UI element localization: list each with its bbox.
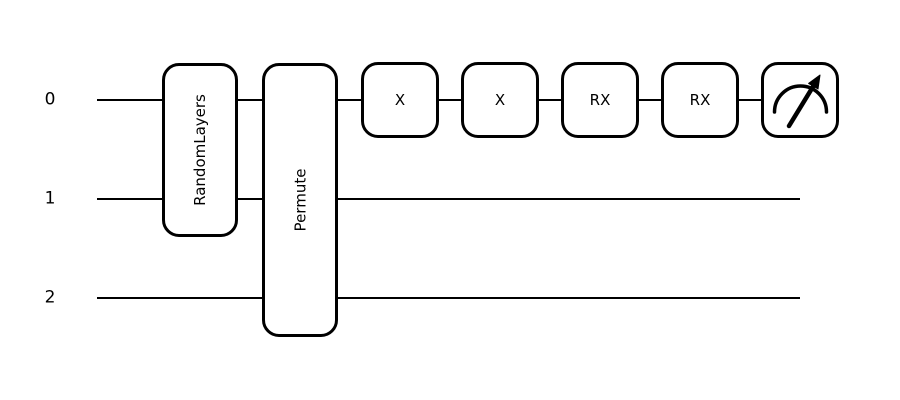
gate-x-2: X bbox=[461, 62, 539, 138]
wire-line-2 bbox=[97, 297, 800, 299]
gate-rx-2: RX bbox=[661, 62, 739, 138]
gate-permute: Permute bbox=[262, 63, 338, 337]
gate-x-1-label: X bbox=[394, 91, 406, 109]
gate-rx-1: RX bbox=[561, 62, 639, 138]
wire-line-1 bbox=[97, 198, 800, 200]
measure-gauge-icon bbox=[772, 74, 828, 128]
wire-label-1: 1 bbox=[44, 188, 56, 209]
gate-rx-2-label: RX bbox=[689, 91, 711, 109]
gate-randomlayers-label: RandomLayers bbox=[191, 94, 209, 206]
wire-line-0 bbox=[97, 99, 800, 101]
gate-randomlayers: RandomLayers bbox=[162, 63, 238, 237]
gate-permute-label: Permute bbox=[291, 168, 309, 232]
gate-x-2-label: X bbox=[494, 91, 506, 109]
wire-label-2: 2 bbox=[44, 287, 56, 308]
gate-rx-1-label: RX bbox=[589, 91, 611, 109]
wire-label-0: 0 bbox=[44, 89, 56, 110]
measurement-box bbox=[761, 62, 839, 138]
gate-x-1: X bbox=[361, 62, 439, 138]
